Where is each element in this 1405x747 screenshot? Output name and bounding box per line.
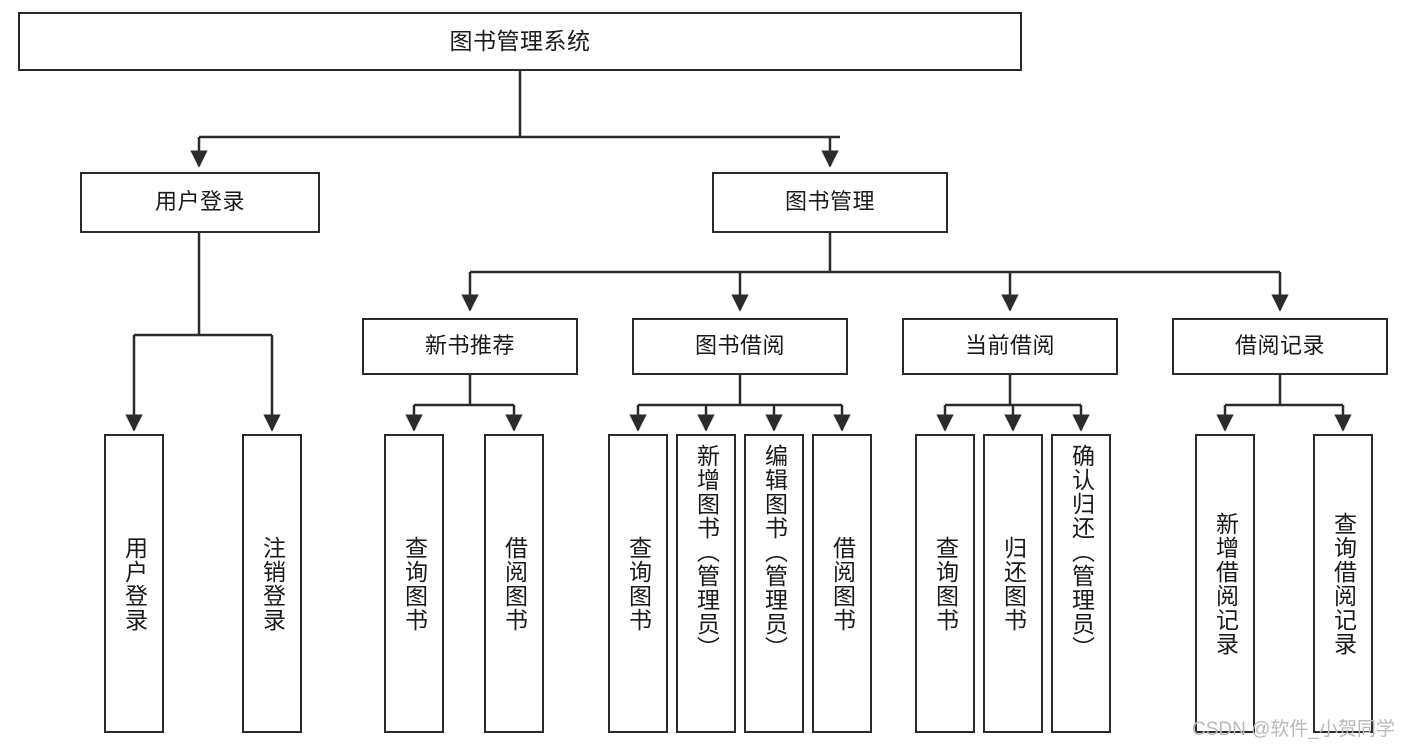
node-label: 确认归还（管理员）: [1068, 444, 1095, 660]
node-label: 新书推荐: [424, 333, 515, 359]
leaf-record-query-borrow-record[interactable]: 查询借阅记录: [1313, 434, 1373, 733]
leaf-current-return-book[interactable]: 归还图书: [983, 434, 1043, 733]
node-label: 借阅图书: [501, 535, 528, 632]
leaf-recommend-borrow-book[interactable]: 借阅图书: [484, 434, 544, 733]
node-label: 借阅记录: [1234, 333, 1325, 359]
node-label: 图书借阅: [694, 333, 785, 359]
node-label: 查询图书: [625, 535, 652, 632]
node-label: 归还图书: [1000, 535, 1027, 632]
node-label: 新增借阅记录: [1212, 511, 1239, 656]
node-label: 图书管理系统: [449, 27, 591, 54]
node-label: 当前借阅: [964, 333, 1055, 359]
leaf-recommend-query-book[interactable]: 查询图书: [384, 434, 444, 733]
node-book-borrowing[interactable]: 图书借阅: [632, 318, 848, 375]
node-book-management[interactable]: 图书管理: [712, 172, 948, 233]
node-user-login[interactable]: 用户登录: [80, 172, 320, 233]
node-root-book-management-system[interactable]: 图书管理系统: [18, 12, 1022, 71]
node-label: 用户登录: [121, 535, 148, 632]
leaf-user-login-sign-in[interactable]: 用户登录: [104, 434, 164, 733]
node-label: 用户登录: [154, 189, 245, 215]
node-label: 查询借阅记录: [1330, 511, 1357, 656]
leaf-borrow-query-book[interactable]: 查询图书: [608, 434, 668, 733]
node-label: 借阅图书: [829, 535, 856, 632]
node-label: 注销登录: [259, 535, 286, 632]
node-label: 编辑图书（管理员）: [761, 444, 788, 660]
node-label: 新增图书（管理员）: [693, 444, 720, 660]
leaf-current-query-book[interactable]: 查询图书: [915, 434, 975, 733]
leaf-current-confirm-return-admin[interactable]: 确认归还（管理员）: [1051, 434, 1111, 733]
node-current-borrowing[interactable]: 当前借阅: [902, 318, 1118, 375]
leaf-borrow-edit-book-admin[interactable]: 编辑图书（管理员）: [744, 434, 804, 733]
node-borrowing-record[interactable]: 借阅记录: [1172, 318, 1388, 375]
node-label: 查询图书: [401, 535, 428, 632]
leaf-borrow-borrow-book[interactable]: 借阅图书: [812, 434, 872, 733]
node-label: 查询图书: [932, 535, 959, 632]
leaf-record-add-borrow-record[interactable]: 新增借阅记录: [1195, 434, 1255, 733]
node-label: 图书管理: [784, 189, 875, 215]
node-new-book-recommendation[interactable]: 新书推荐: [362, 318, 578, 375]
leaf-user-login-sign-out[interactable]: 注销登录: [242, 434, 302, 733]
leaf-borrow-add-book-admin[interactable]: 新增图书（管理员）: [676, 434, 736, 733]
